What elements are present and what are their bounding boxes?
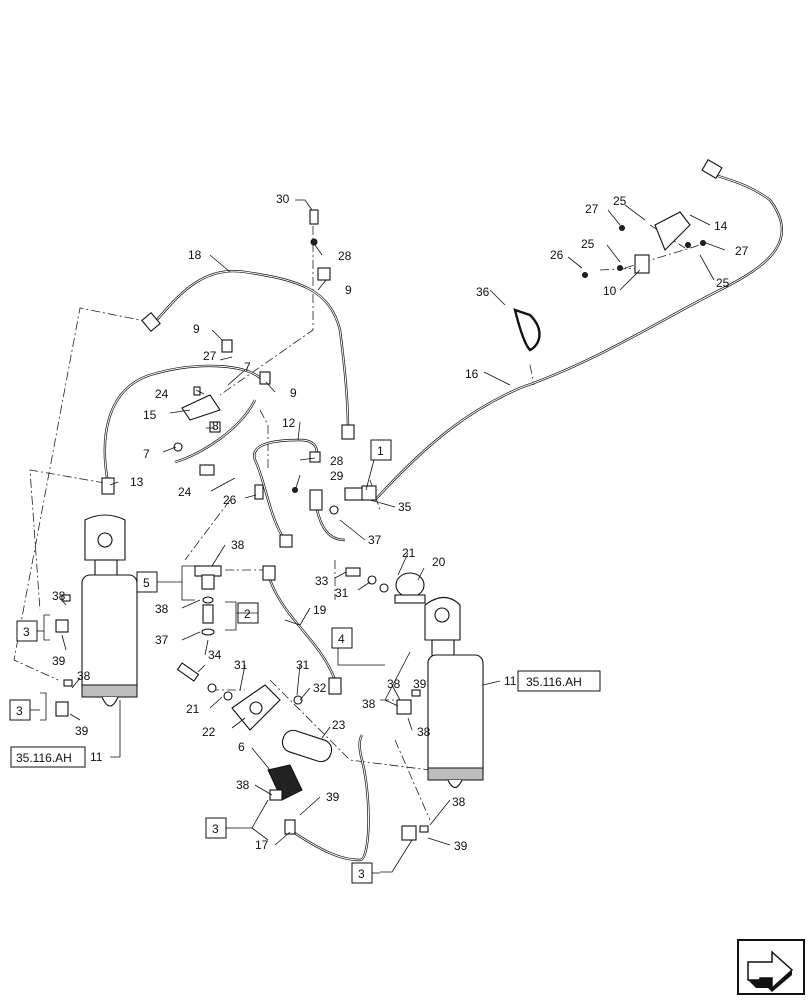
- callout-21: 21: [186, 702, 200, 716]
- callout-7: 7: [244, 360, 251, 374]
- callout-29: 29: [330, 469, 344, 483]
- callout-35: 35: [398, 500, 412, 514]
- callout-15: 15: [143, 408, 157, 422]
- strap-36: [513, 308, 541, 352]
- connection-lines: [13, 224, 701, 821]
- callout-7: 7: [143, 447, 150, 461]
- callout-12: 12: [282, 416, 296, 430]
- callout-26: 26: [550, 248, 564, 262]
- callout-38: 38: [236, 778, 250, 792]
- callout-39: 39: [454, 839, 468, 853]
- callout-31: 31: [296, 658, 310, 672]
- next-page-arrow-icon[interactable]: [737, 939, 805, 995]
- callout-38: 38: [77, 669, 91, 683]
- callout-9: 9: [193, 322, 200, 336]
- callout-22: 22: [202, 725, 216, 739]
- callout-19: 19: [313, 603, 327, 617]
- callout-14: 14: [714, 219, 728, 233]
- callout-28: 28: [338, 249, 352, 263]
- callout-33: 33: [315, 574, 329, 588]
- callout-24: 24: [155, 387, 169, 401]
- boxed-callouts: 1 2 5 4 3 3 3 3: [9, 439, 392, 884]
- callout-38: 38: [417, 725, 431, 739]
- leader-lines: [40, 199, 726, 873]
- callout-13: 13: [130, 475, 144, 489]
- callout-31: 31: [335, 586, 349, 600]
- cylinder-right: [424, 596, 484, 789]
- parts: [55, 209, 706, 841]
- box-3: 3: [16, 704, 23, 718]
- callout-39: 39: [52, 654, 66, 668]
- callout-25: 25: [581, 237, 595, 251]
- callout-21: 21: [402, 546, 416, 560]
- callout-6: 6: [238, 740, 245, 754]
- reference-boxes: 35.116.AH 35.116.AH: [10, 670, 601, 768]
- box-4: 4: [338, 632, 345, 646]
- callout-34: 34: [208, 648, 222, 662]
- callout-11: 11: [90, 750, 103, 764]
- callout-38: 38: [387, 677, 401, 691]
- callout-39: 39: [326, 790, 340, 804]
- callout-11: 11: [504, 674, 517, 688]
- callout-38: 38: [452, 795, 466, 809]
- callout-39: 39: [75, 724, 89, 738]
- callout-27: 27: [585, 202, 599, 216]
- reference-35-116-ah: 35.116.AH: [526, 675, 582, 689]
- callout-28: 28: [330, 454, 344, 468]
- callout-20: 20: [432, 555, 446, 569]
- box-2: 2: [244, 607, 251, 621]
- callout-27: 27: [203, 349, 217, 363]
- hoses: [101, 159, 784, 862]
- callout-38: 38: [52, 589, 66, 603]
- callout-26: 26: [223, 493, 237, 507]
- cylinder-left: [81, 514, 138, 707]
- callout-25: 25: [613, 194, 627, 208]
- box-3: 3: [358, 867, 365, 881]
- box-3: 3: [212, 822, 219, 836]
- callout-8: 8: [212, 419, 219, 433]
- box-5: 5: [143, 576, 150, 590]
- box-1: 1: [377, 444, 384, 458]
- callout-36: 36: [476, 285, 490, 299]
- callout-32: 32: [313, 681, 327, 695]
- reference-35-116-ah: 35.116.AH: [16, 751, 72, 765]
- box-3: 3: [23, 625, 30, 639]
- hose-12: [253, 438, 319, 541]
- callout-27: 27: [735, 244, 749, 258]
- callout-17: 17: [255, 838, 269, 852]
- callout-39: 39: [413, 677, 427, 691]
- callout-38: 38: [231, 538, 245, 552]
- callout-9: 9: [290, 386, 297, 400]
- callout-30: 30: [276, 192, 290, 206]
- callout-16: 16: [465, 367, 479, 381]
- callout-37: 37: [155, 633, 169, 647]
- callout-10: 10: [603, 284, 617, 298]
- callout-labels: 30 28 9 18 9 27 7 24 9 15 12 7 8 28 29 1…: [52, 192, 749, 853]
- callout-25: 25: [716, 276, 730, 290]
- callout-18: 18: [188, 248, 202, 262]
- callout-24: 24: [178, 485, 192, 499]
- callout-38: 38: [362, 697, 376, 711]
- callout-38: 38: [155, 602, 169, 616]
- callout-23: 23: [332, 718, 346, 732]
- callout-9: 9: [345, 283, 352, 297]
- callout-37: 37: [368, 533, 382, 547]
- callout-31: 31: [234, 658, 248, 672]
